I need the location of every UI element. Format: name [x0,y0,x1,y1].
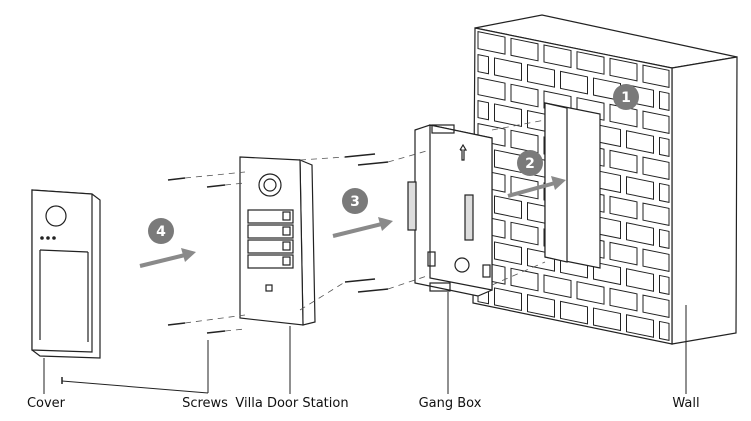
brick [477,54,489,75]
brick [494,241,522,266]
brick [494,57,522,82]
brick [510,129,539,154]
brick [477,31,506,55]
brick [560,300,588,325]
brick [659,228,670,249]
brick [494,103,522,128]
cover [31,189,101,359]
arrow-step-2 [507,176,566,198]
brick [642,110,670,134]
brick [626,176,654,200]
label-wall: Wall [672,396,700,411]
brick [494,195,522,220]
brick [642,156,670,180]
brick [477,100,489,121]
arrow-step-3 [332,217,393,238]
step-badge-3: 3 [342,188,368,214]
svg-text:3: 3 [350,194,360,210]
gang-box [407,124,493,297]
label-screws: Screws [182,396,228,411]
brick [510,175,539,200]
brick [494,287,522,312]
label-cover: Cover [26,396,66,411]
brick [527,248,555,272]
brick [510,221,539,246]
step-badge-4: 4 [148,218,174,244]
brick [642,294,670,318]
brick [642,248,670,272]
brick [609,241,638,266]
brick [527,64,555,88]
brick [560,70,588,95]
wall-hole [544,102,601,269]
brick [609,287,638,312]
wall [472,14,738,345]
villa-door-station [239,156,316,326]
screws [61,153,389,384]
label-villa-door-station: Villa Door Station [235,396,349,411]
alignment-lines [184,119,546,332]
brick [543,44,572,69]
label-gang-box: Gang Box [418,396,482,411]
svg-text:4: 4 [156,224,166,240]
leader-lines [43,292,687,394]
brick [510,37,539,62]
step-badge-1: 1 [613,84,639,110]
brick [642,202,670,226]
brick [510,83,539,108]
brick [626,222,654,246]
brick [659,182,670,203]
brick [477,77,506,101]
brick [659,274,670,295]
brick [576,51,605,75]
brick [626,314,654,338]
svg-text:1: 1 [621,90,631,106]
step-badge-2: 2 [517,150,543,176]
arrow-step-4 [139,248,196,268]
brick [543,274,572,299]
brick [576,281,605,305]
brick [609,57,638,82]
brick [642,64,670,88]
brick [659,136,670,157]
brick [593,307,621,332]
brick [527,294,555,318]
svg-text:2: 2 [525,156,535,172]
brick [609,149,638,174]
brick [626,130,654,154]
brick [659,320,670,341]
brick [593,261,621,286]
brick [659,90,670,111]
brick [626,268,654,292]
brick [609,195,638,220]
